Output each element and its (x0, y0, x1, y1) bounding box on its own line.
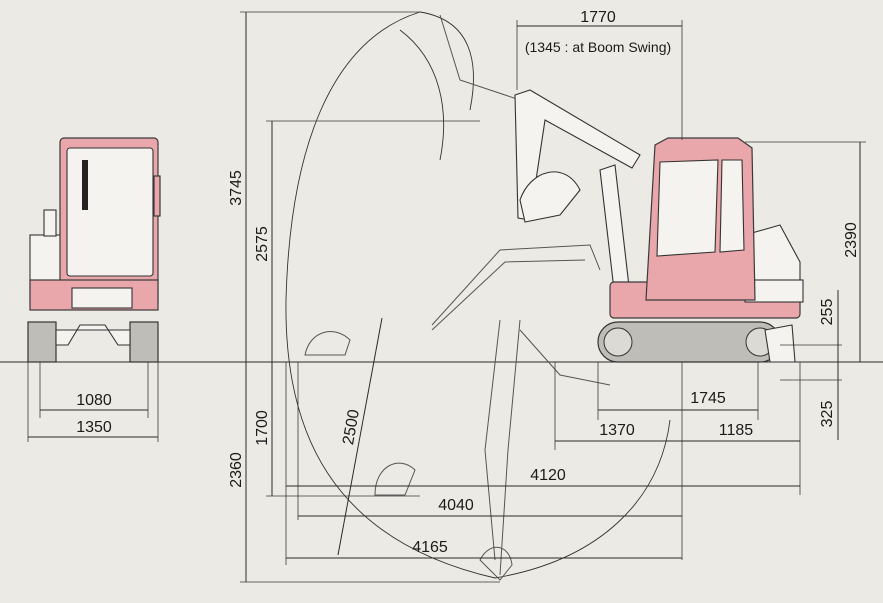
raised-arm (514, 89, 641, 299)
front-cab-handle (82, 160, 88, 210)
envelope-outer-arc (285, 11, 671, 579)
idler-wheel (603, 327, 633, 357)
side-machine (597, 137, 804, 363)
ghost-bucket-deep (374, 462, 416, 496)
dim-note-boom-swing: (1345 : at Boom Swing) (525, 39, 671, 55)
ghost-arm-low (519, 329, 611, 386)
reach-envelope (285, 11, 671, 579)
dim-label-1185: 1185 (719, 422, 754, 439)
ghost-arm-deep (484, 319, 501, 561)
ghost-arm-deep-2 (499, 319, 521, 576)
cab-side-window (719, 159, 745, 253)
cab-front-window (656, 159, 719, 257)
dim-label-2575: 2575 (254, 226, 271, 262)
front-exhaust (43, 209, 57, 237)
dim-label-1080: 1080 (76, 392, 112, 409)
dim-label-4040: 4040 (438, 497, 474, 514)
dim-label-1350: 1350 (76, 419, 112, 436)
dozer-blade (764, 324, 796, 363)
dim-label-4120: 4120 (530, 467, 566, 484)
dim-label-4165: 4165 (412, 539, 448, 556)
side-dimension-lines: 1770 (1345 : at Boom Swing) 3745 2575 23… (228, 9, 866, 583)
ghost-bucket-left (304, 331, 351, 356)
dim-label-1745: 1745 (690, 390, 726, 407)
dim-label-2360: 2360 (228, 452, 245, 488)
bucket-raised (519, 171, 581, 223)
front-cab-window (66, 147, 154, 277)
front-right-track (129, 321, 159, 363)
ghost-arm-mid (431, 244, 601, 326)
dim-label-2390: 2390 (843, 222, 860, 258)
dim-label-3745: 3745 (228, 170, 245, 206)
envelope-inner-arc (399, 29, 445, 161)
envelope-top-arc (419, 11, 474, 111)
front-left-track (27, 321, 57, 363)
ghost-arm-top (439, 14, 521, 101)
front-mirror (153, 175, 161, 217)
dim-label-1370: 1370 (599, 422, 635, 439)
dim-label-2500: 2500 (340, 408, 363, 446)
dim-label-255: 255 (819, 299, 836, 326)
ghost-arm-mid-2 (431, 259, 586, 331)
front-view: 1080 1350 (27, 137, 161, 442)
dim-label-325: 325 (819, 401, 836, 428)
boom-cylinder (599, 164, 631, 299)
ghost-arm-positions (304, 14, 611, 581)
dim-label-1700: 1700 (254, 410, 271, 446)
front-undercarriage (55, 324, 131, 346)
front-counterweight-panel (71, 287, 133, 309)
ghost-bucket-bottom (479, 547, 513, 581)
dim-label-1770: 1770 (580, 9, 616, 26)
